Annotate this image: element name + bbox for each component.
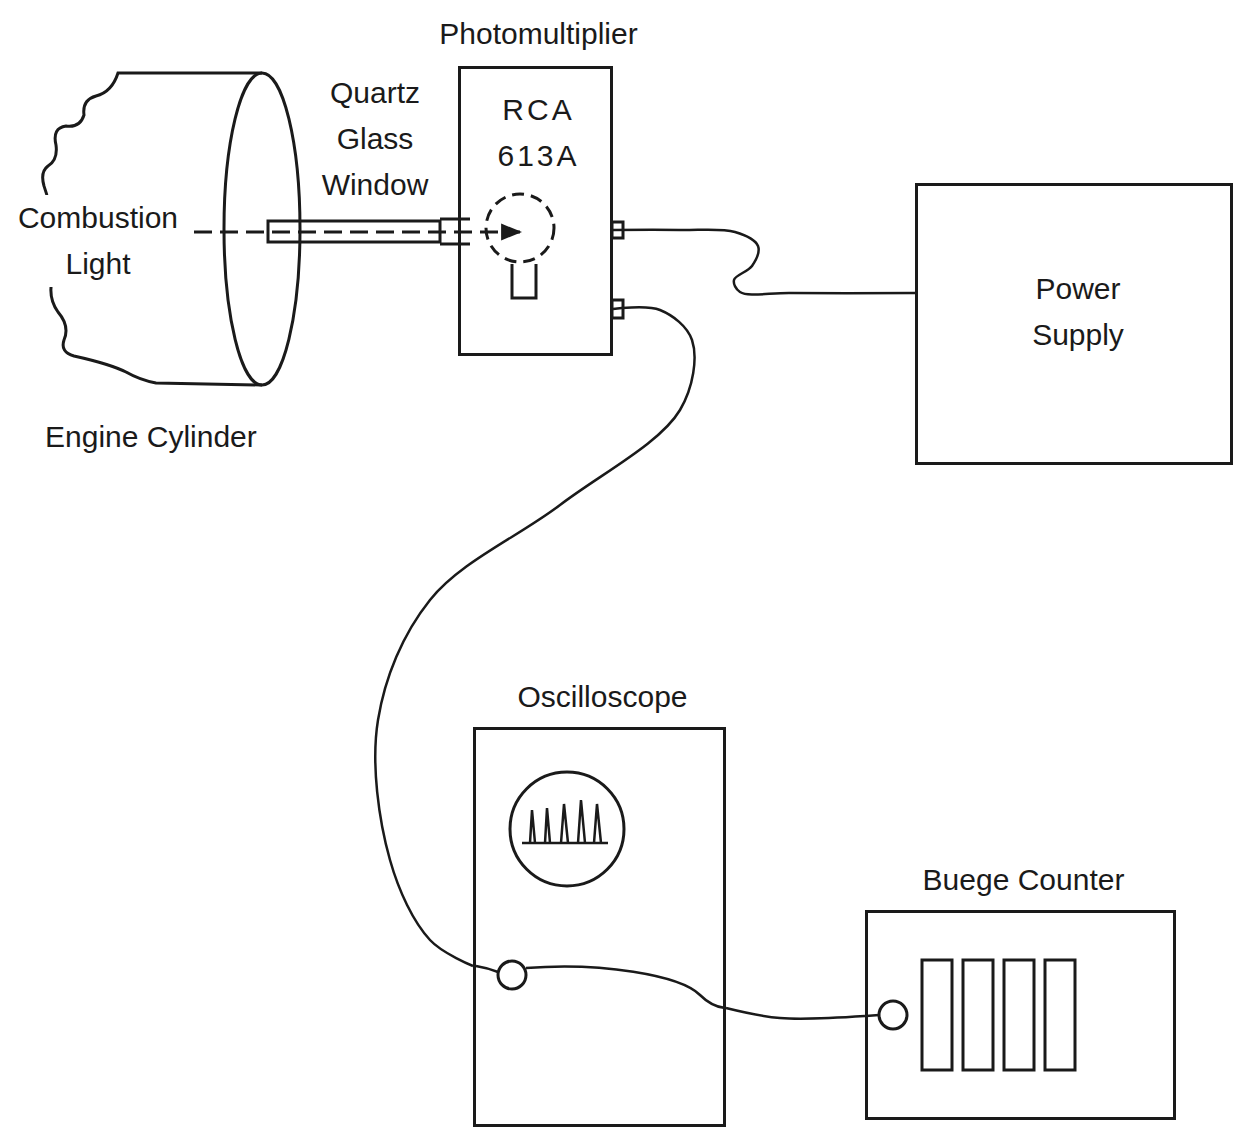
cylinder-title: Engine Cylinder [45,414,305,460]
light-ray [194,231,520,234]
counter-digits [922,960,1075,1070]
signal-cable [375,307,694,966]
device-title: Buege Counter [858,857,1189,903]
device-title: Oscilloscope [456,674,749,720]
photomultiplier-box: PhotomultiplierRCA 613A [458,66,613,356]
counter-box: Buege Counter [865,910,1176,1120]
signal-cable [613,230,915,295]
wire-stub [476,966,498,972]
tube-base [512,264,536,298]
oscilloscope-box: Oscilloscope [473,727,726,1127]
device-title: Power Supply [998,266,1158,358]
scope-trace [522,800,608,843]
device-title: Photomultiplier [401,11,676,57]
tube-model: RCA 613A [471,87,606,179]
cylinder-label: Combustion Light [8,195,188,287]
wire-stub [526,967,725,1008]
tube-bulb [486,194,554,262]
signal-cable [726,1008,865,1019]
cylinder-end [224,73,300,385]
component-label: Quartz Glass Window [305,70,445,208]
input-jack [879,1001,907,1029]
engine-cylinder: Combustion LightEngine Cylinder [40,68,308,392]
input-jack [498,961,526,989]
scope-screen [510,772,624,886]
power-supply-box: Power Supply [915,183,1233,465]
